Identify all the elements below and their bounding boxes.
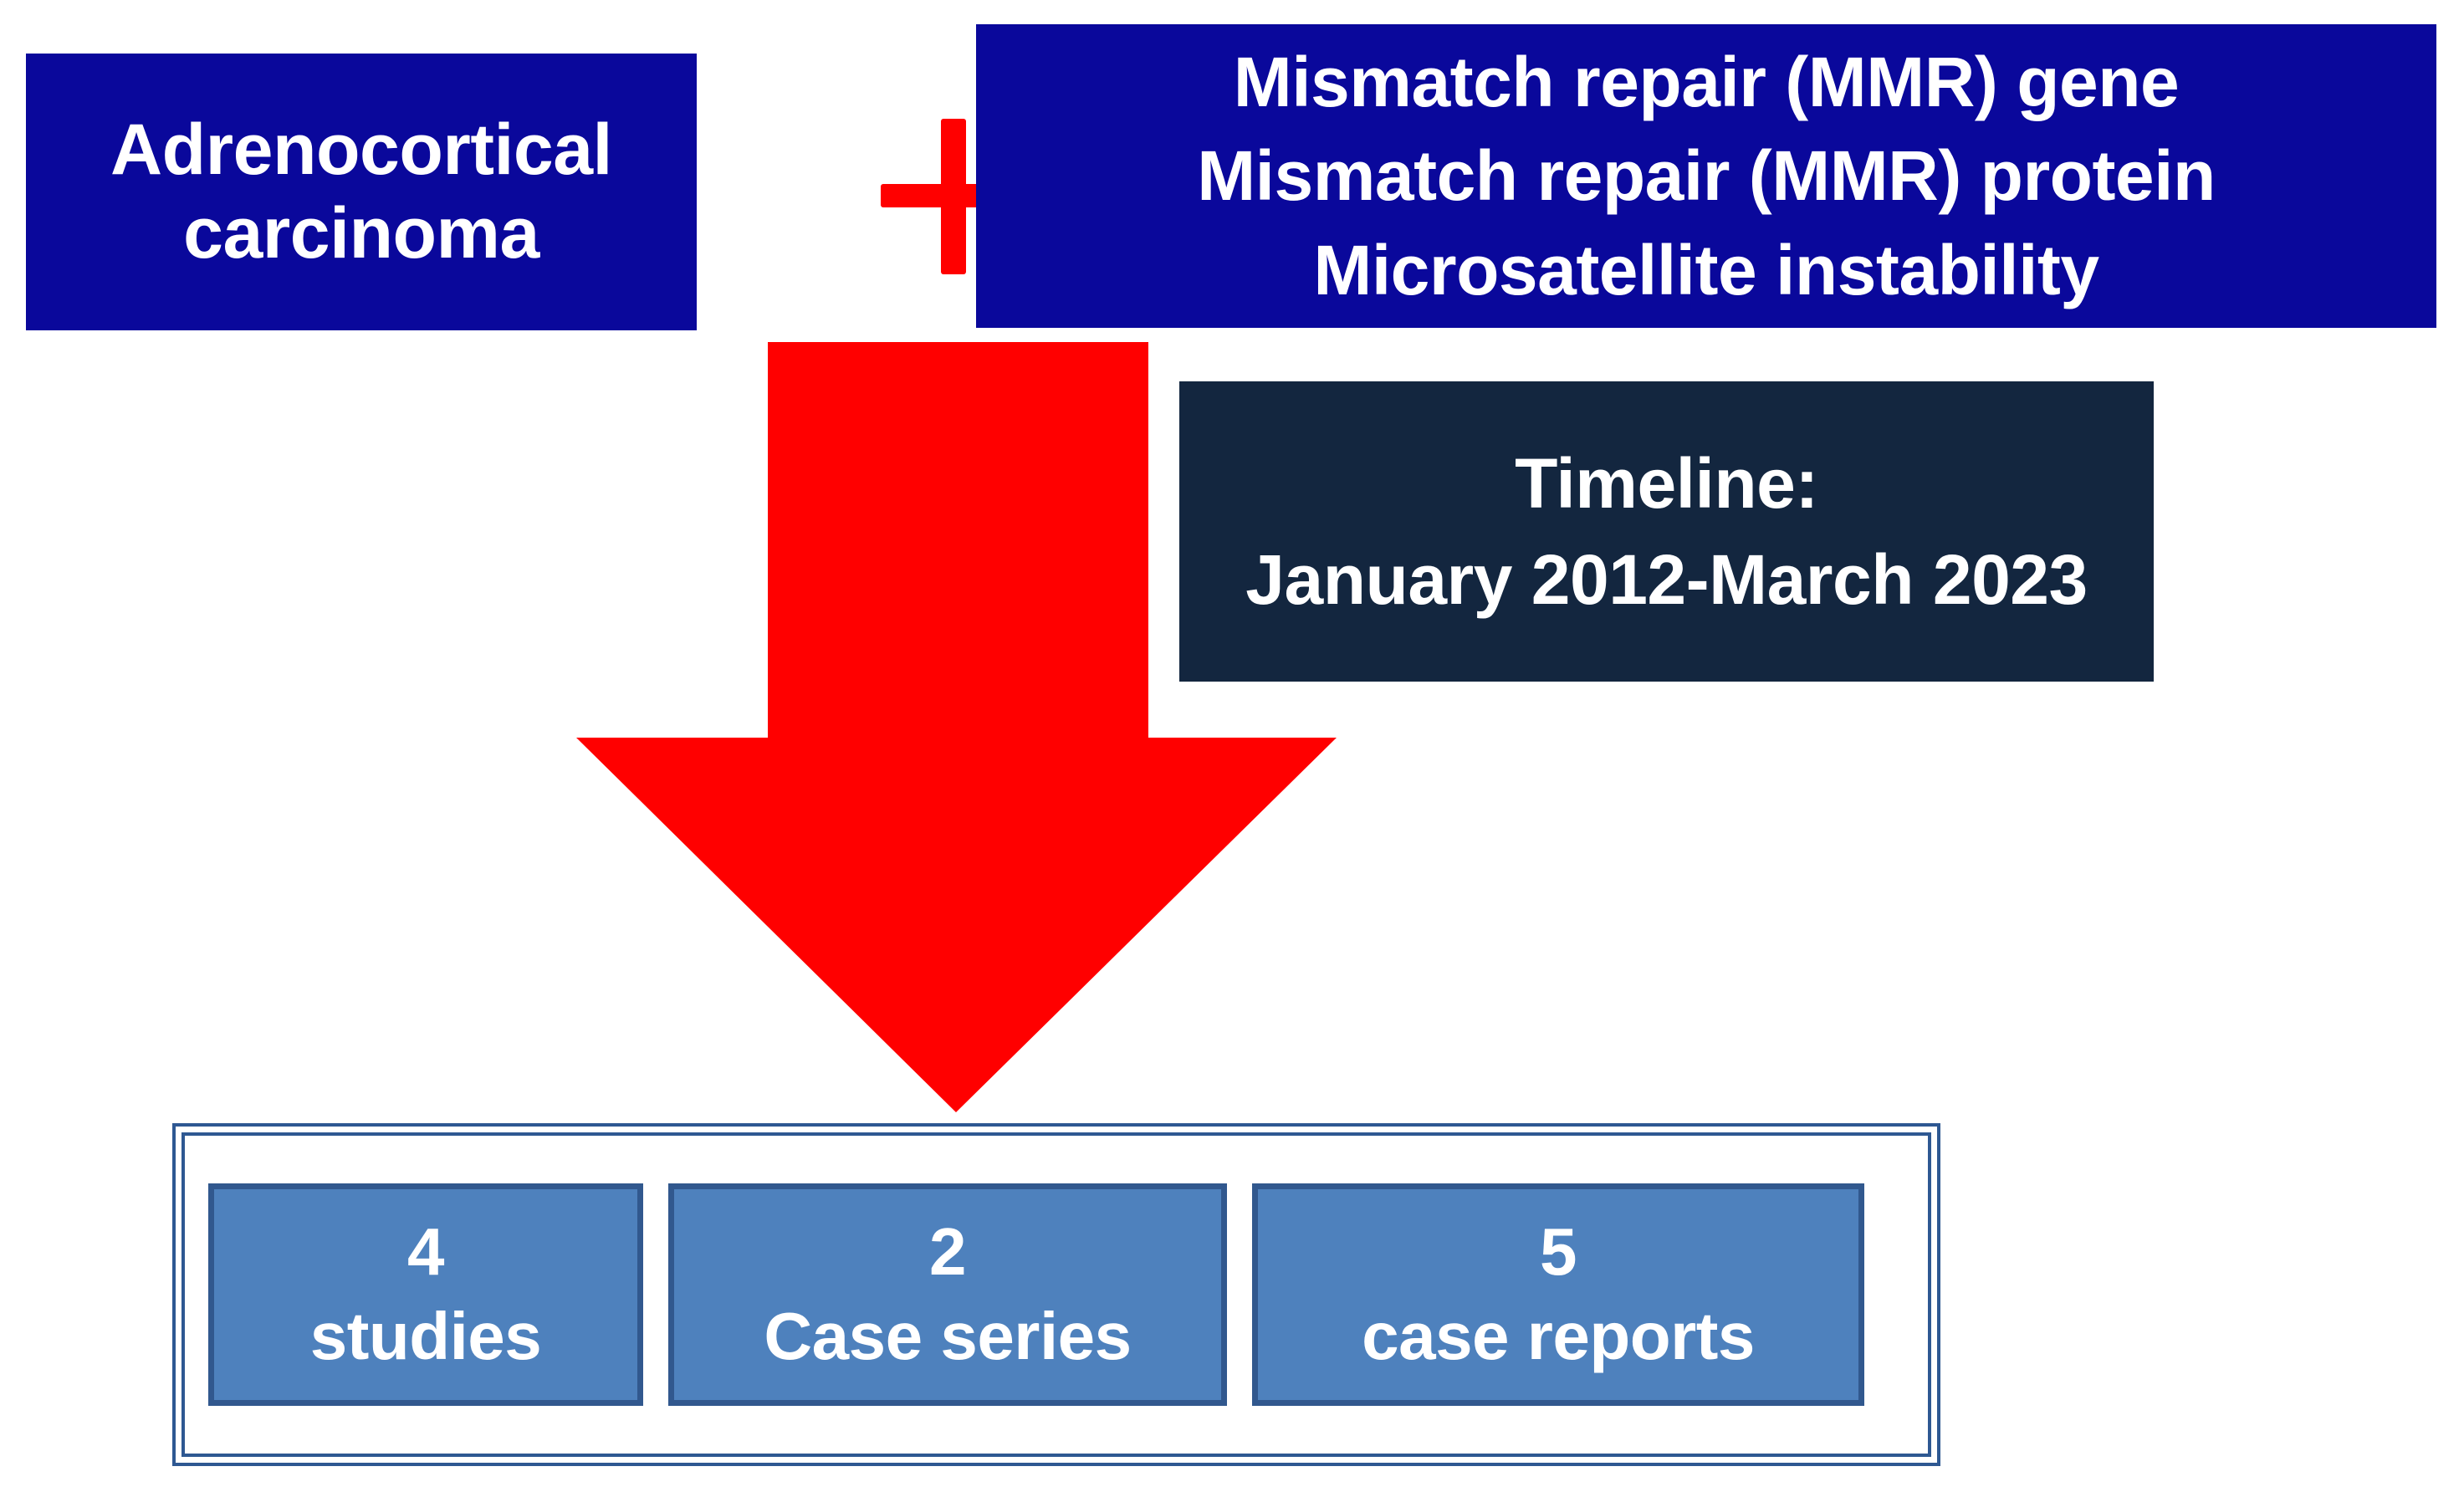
result-label: studies: [309, 1299, 542, 1373]
markers-line-2: Mismatch repair (MMR) protein: [1197, 136, 2216, 216]
condition-line-1: Adrenocortical: [110, 109, 612, 190]
timeline-range: January 2012-March 2023: [1245, 539, 2088, 619]
result-label: case reports: [1362, 1299, 1755, 1373]
result-count: 5: [1540, 1214, 1577, 1290]
result-count: 2: [929, 1214, 967, 1290]
markers-box: Mismatch repair (MMR) gene Mismatch repa…: [976, 24, 2436, 328]
markers-line-1: Mismatch repair (MMR) gene: [1233, 42, 2180, 121]
down-arrow-shape: [576, 342, 1337, 1112]
results-frame: 4 studies 2 Case series 5 case reports: [172, 1123, 1940, 1466]
results-row: 4 studies 2 Case series 5 case reports: [185, 1136, 1928, 1454]
result-count: 4: [407, 1214, 445, 1290]
condition-line-2: carcinoma: [183, 192, 539, 273]
condition-box: Adrenocortical carcinoma: [26, 54, 697, 330]
result-card-studies[interactable]: 4 studies: [208, 1183, 643, 1406]
timeline-label: Timeline:: [1515, 444, 1818, 524]
result-label: Case series: [764, 1299, 1132, 1373]
down-arrow-icon: [573, 339, 1342, 1116]
result-card-case-series[interactable]: 2 Case series: [668, 1183, 1227, 1406]
results-frame-inner: 4 studies 2 Case series 5 case reports: [181, 1132, 1931, 1457]
markers-line-3: Microsatellite instability: [1313, 230, 2099, 309]
timeline-box: Timeline: January 2012-March 2023: [1179, 381, 2154, 682]
result-card-case-reports[interactable]: 5 case reports: [1252, 1183, 1864, 1406]
